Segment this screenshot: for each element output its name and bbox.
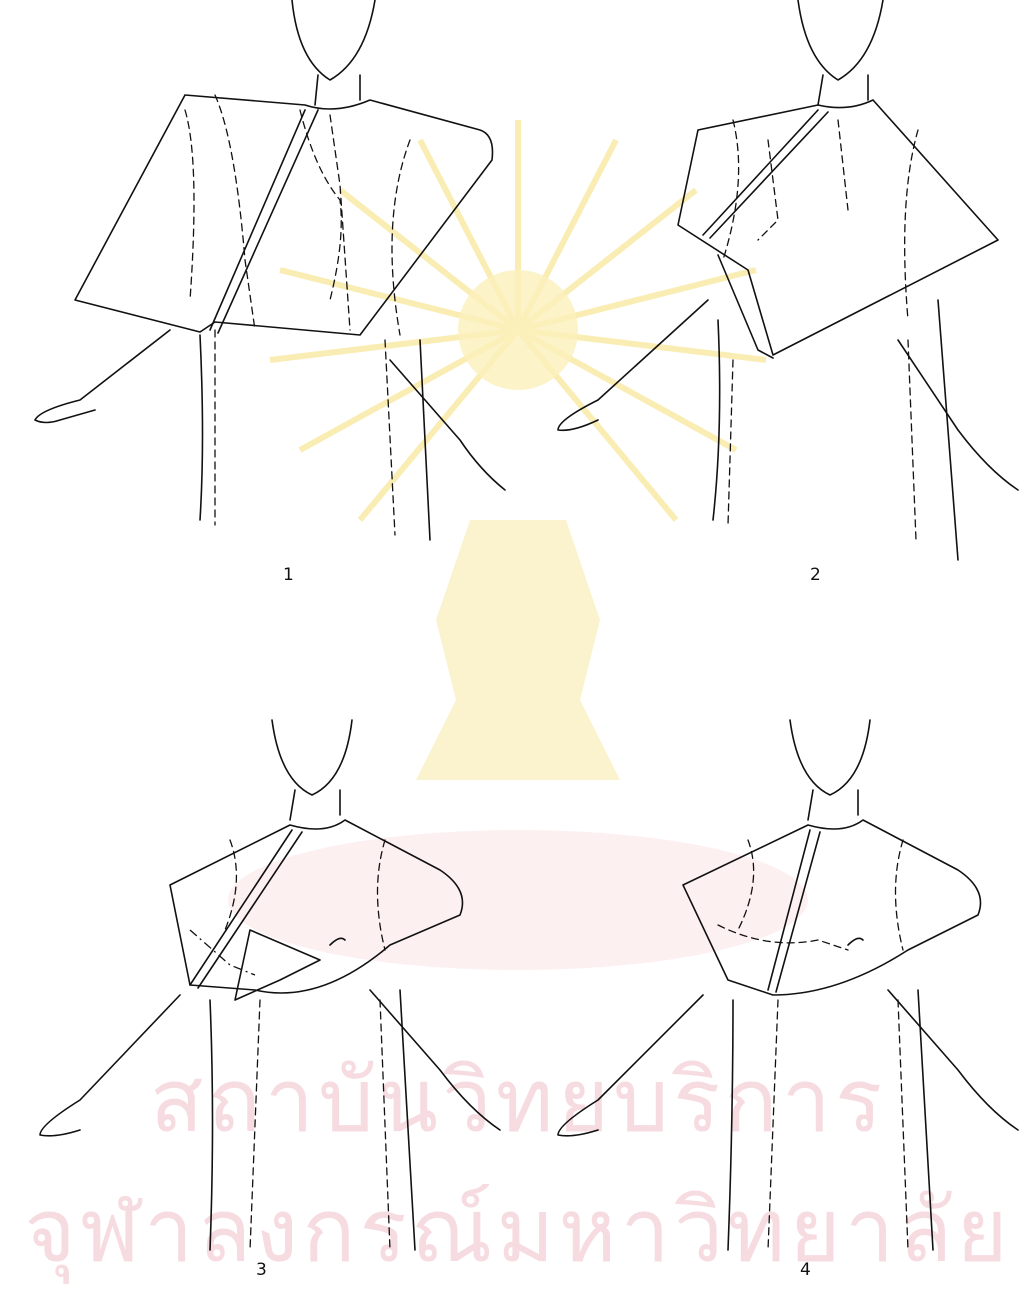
- right-sleeve-line: [378, 840, 386, 950]
- step-2-panel: 2: [518, 0, 1036, 600]
- head-outline: [292, 0, 375, 80]
- step-1-panel: 1: [0, 0, 518, 600]
- fold-line: [718, 925, 848, 950]
- step-4-label: 4: [800, 1260, 811, 1280]
- left-arm: [35, 330, 170, 423]
- front-fold: [703, 110, 828, 238]
- step-3-illustration: [0, 690, 518, 1285]
- inner-fold: [738, 840, 754, 930]
- hook-mark: [330, 938, 345, 945]
- neck-outline: [818, 75, 868, 105]
- hook-mark: [848, 938, 863, 945]
- left-body: [210, 1000, 213, 1250]
- step-4-illustration: [518, 690, 1036, 1285]
- head-outline: [790, 720, 870, 795]
- right-arm: [390, 360, 505, 490]
- inner-fold-2: [758, 140, 778, 240]
- left-arm: [40, 995, 180, 1136]
- neck-outline: [808, 790, 858, 820]
- right-sleeve-line: [896, 840, 904, 950]
- step-2-illustration: [518, 0, 1036, 600]
- step-3-panel: 3: [0, 690, 518, 1285]
- fabric-outline: [678, 100, 998, 355]
- front-fold: [210, 110, 318, 333]
- right-body: [400, 990, 415, 1250]
- step-2-label: 2: [810, 565, 821, 585]
- body-dashed: [728, 340, 916, 540]
- inner-fold: [723, 120, 739, 260]
- right-arm: [888, 990, 1018, 1130]
- right-body: [918, 990, 933, 1250]
- left-body: [728, 1000, 733, 1250]
- step-1-illustration: [0, 0, 518, 600]
- neck-outline: [290, 790, 340, 820]
- body-line: [838, 120, 848, 210]
- head-outline: [798, 0, 883, 80]
- head-outline: [272, 720, 352, 795]
- neck-outline: [315, 75, 360, 105]
- right-arm: [898, 340, 1018, 490]
- fabric-outline: [170, 820, 463, 993]
- step-4-panel: 4: [518, 690, 1036, 1285]
- body-line: [330, 115, 350, 330]
- right-body: [938, 300, 958, 560]
- body-dashed: [250, 1000, 390, 1250]
- left-body: [713, 320, 720, 520]
- body-dashed: [215, 330, 395, 535]
- fabric-outline: [683, 820, 981, 995]
- front-fold: [190, 830, 302, 988]
- right-body: [420, 340, 430, 540]
- step-1-label: 1: [283, 565, 294, 585]
- fabric-outline: [75, 95, 493, 335]
- step-3-label: 3: [256, 1260, 267, 1280]
- left-body: [200, 335, 203, 520]
- body-dashed: [768, 1000, 908, 1250]
- left-drape: [718, 255, 773, 358]
- front-fold: [768, 830, 820, 992]
- bust-line: [300, 110, 341, 300]
- right-sleeve-line: [905, 130, 918, 320]
- left-arm: [558, 300, 708, 430]
- left-arm: [558, 995, 703, 1136]
- left-sleeve-line: [185, 110, 194, 300]
- right-arm: [370, 990, 500, 1130]
- right-sleeve-line: [392, 140, 410, 335]
